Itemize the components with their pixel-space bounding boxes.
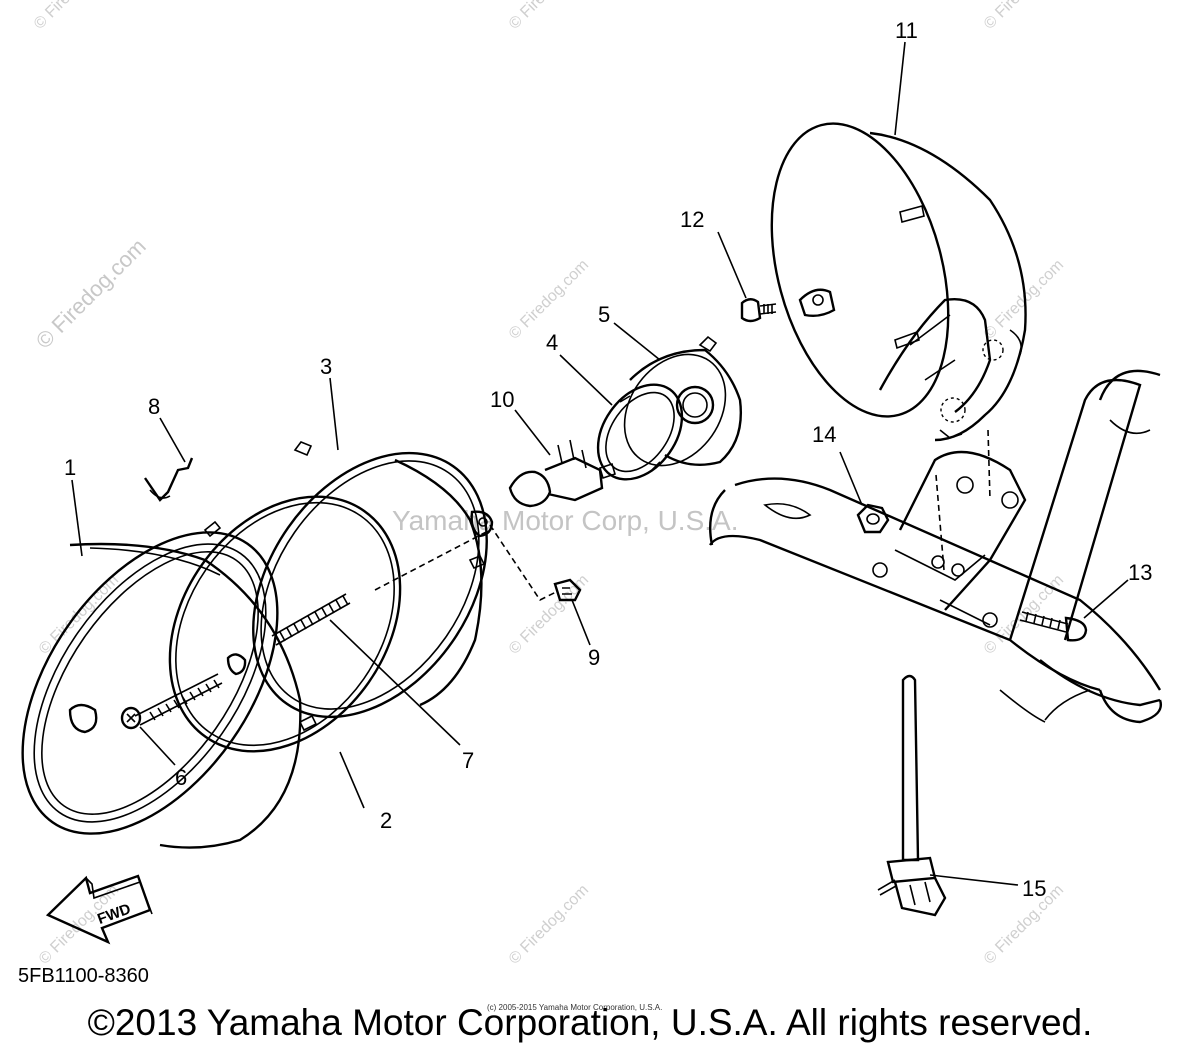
watermark-firedog: © Firedog.com [981, 0, 1067, 33]
part-label-5: 5 [598, 302, 610, 327]
part-9-connector [553, 578, 582, 602]
part-13-bolt [1019, 611, 1088, 642]
part-label-13: 13 [1128, 560, 1152, 585]
small-copyright: (c) 2005-2015 Yamaha Motor Corporation, … [487, 1003, 662, 1012]
part-10-bulb [508, 439, 616, 508]
part-label-7: 7 [462, 748, 474, 773]
part-label-12: 12 [680, 207, 704, 232]
part-label-11: 11 [895, 18, 918, 43]
part-15-cable-tie [877, 674, 947, 917]
watermark-firedog: © Firedog.com [506, 0, 592, 33]
part-2-retaining-ring [168, 495, 402, 753]
part-labels: 1 2 3 4 5 6 7 8 9 10 11 12 13 14 15 [64, 18, 1152, 901]
part-label-8: 8 [148, 394, 160, 419]
copyright-footer: ©2013 Yamaha Motor Corporation, U.S.A. A… [87, 1002, 1093, 1043]
leader-lines [71, 41, 1129, 886]
part-label-10: 10 [490, 387, 514, 412]
part-5-bulb-cover [623, 335, 742, 467]
part-12-screw [740, 298, 777, 323]
part-label-1: 1 [64, 455, 76, 480]
part-label-2: 2 [380, 808, 392, 833]
part-8-clip [144, 457, 194, 502]
part-1-headlight-rim [21, 531, 302, 849]
watermark-firedog: © Firedog.com [31, 0, 117, 33]
watermark-firedog: © Firedog.com [506, 571, 592, 657]
watermark-firedog: © Firedog.com [506, 881, 592, 967]
diagram-code: 5FB1100-8360 [18, 965, 149, 987]
part-4-bulb-holder-ring [596, 383, 684, 481]
part-label-6: 6 [175, 765, 187, 790]
part-label-3: 3 [320, 354, 332, 379]
part-label-14: 14 [812, 422, 836, 447]
frame-bracket [708, 369, 1162, 724]
watermark-firedog: © Firedog.com [31, 234, 151, 354]
part-7-adjusting-screw [271, 593, 351, 646]
watermark-yamaha: Yamaha Motor Corp, U.S.A. [392, 505, 739, 536]
part-14-nut [856, 503, 890, 534]
part-label-9: 9 [588, 645, 600, 670]
part-label-4: 4 [546, 330, 558, 355]
part-11-headlight-housing [770, 122, 1027, 442]
part-label-15: 15 [1022, 876, 1046, 901]
part-3-headlight-unit [252, 441, 494, 719]
